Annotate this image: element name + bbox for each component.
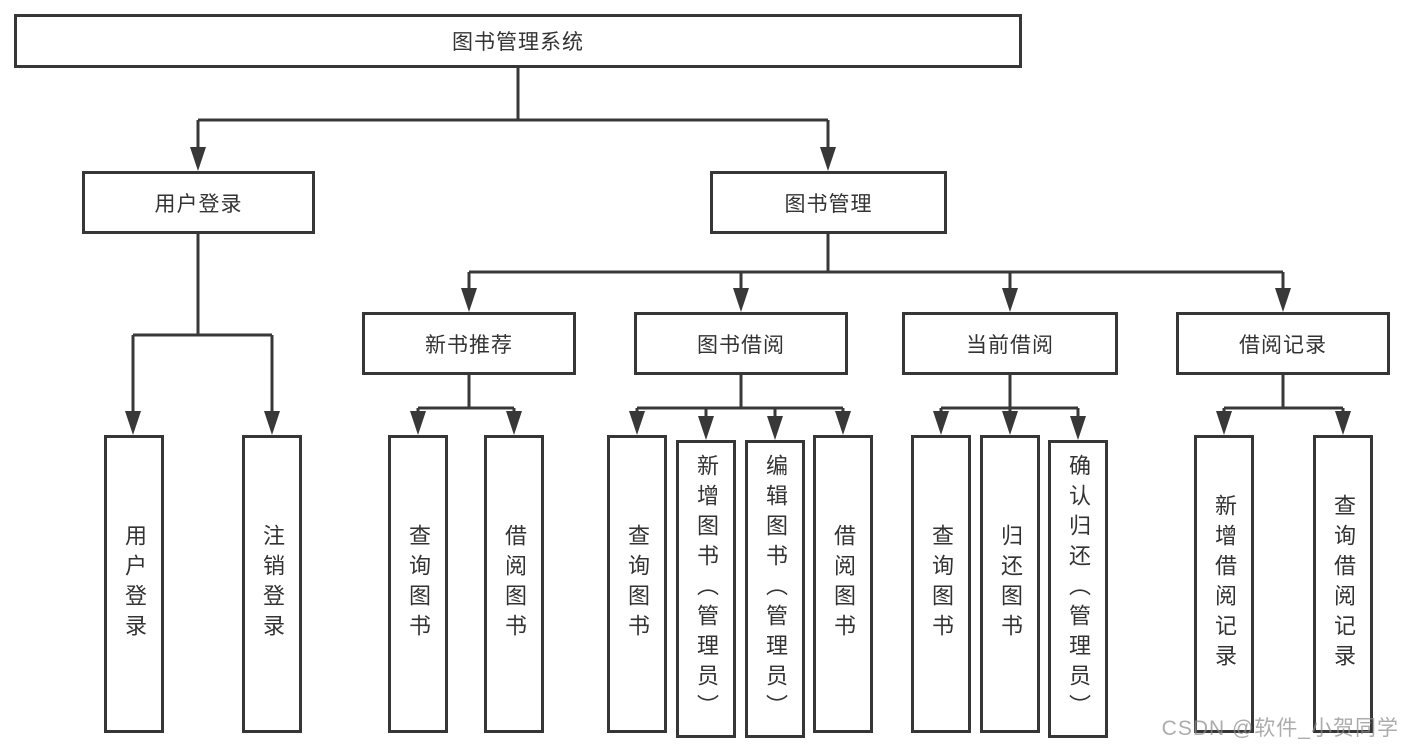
leaf-add-book-admin-label: 新增图书（管理员） <box>694 454 719 724</box>
leaf-query-book-borrowing-label: 查询图书 <box>625 524 650 644</box>
leaf-edit-book-admin: 编辑图书（管理员） <box>745 440 805 738</box>
leaf-return-book-label: 归还图书 <box>998 524 1023 644</box>
node-borrowing-records: 借阅记录 <box>1176 312 1390 375</box>
leaf-logout-label: 注销登录 <box>260 524 285 644</box>
leaf-borrow-book: 借阅图书 <box>813 435 873 733</box>
node-book-management-label: 图书管理 <box>784 192 873 216</box>
node-current-borrowing-label: 当前借阅 <box>966 333 1054 357</box>
leaf-borrow-book-recommend-label: 借阅图书 <box>502 524 527 644</box>
node-library-system: 图书管理系统 <box>14 14 1022 68</box>
csdn-watermark: CSDN @软件_小贺同学 <box>1161 717 1399 740</box>
node-book-management: 图书管理 <box>710 171 947 234</box>
leaf-add-borrow-record-label: 新增借阅记录 <box>1212 494 1237 674</box>
node-user-login-label: 用户登录 <box>154 192 243 216</box>
leaf-borrow-book-recommend: 借阅图书 <box>484 435 544 733</box>
node-user-login: 用户登录 <box>82 171 315 234</box>
leaf-confirm-return-admin: 确认归还（管理员） <box>1048 440 1108 738</box>
leaf-borrow-book-label: 借阅图书 <box>831 524 856 644</box>
leaf-add-borrow-record: 新增借阅记录 <box>1194 435 1254 733</box>
node-book-borrowing-label: 图书借阅 <box>697 333 785 357</box>
leaf-add-book-admin: 新增图书（管理员） <box>676 440 736 738</box>
leaf-query-book-recommend-label: 查询图书 <box>406 524 431 644</box>
leaf-user-login: 用户登录 <box>104 435 164 733</box>
leaf-query-book-borrowing: 查询图书 <box>607 435 667 733</box>
node-new-book-recommend-label: 新书推荐 <box>425 333 513 357</box>
leaf-edit-book-admin-label: 编辑图书（管理员） <box>763 454 788 724</box>
leaf-logout: 注销登录 <box>242 435 302 733</box>
node-library-system-label: 图书管理系统 <box>452 31 584 54</box>
node-new-book-recommend: 新书推荐 <box>362 312 576 375</box>
leaf-query-book-current: 查询图书 <box>911 435 971 733</box>
leaf-query-book-current-label: 查询图书 <box>929 524 954 644</box>
leaf-query-borrow-record: 查询借阅记录 <box>1313 435 1373 733</box>
node-current-borrowing: 当前借阅 <box>902 312 1118 375</box>
leaf-query-book-recommend: 查询图书 <box>388 435 448 733</box>
node-borrowing-records-label: 借阅记录 <box>1239 333 1327 357</box>
leaf-user-login-label: 用户登录 <box>122 524 147 644</box>
leaf-confirm-return-admin-label: 确认归还（管理员） <box>1066 454 1091 724</box>
node-book-borrowing: 图书借阅 <box>634 312 848 375</box>
leaf-return-book: 归还图书 <box>980 435 1040 733</box>
leaf-query-borrow-record-label: 查询借阅记录 <box>1331 494 1356 674</box>
